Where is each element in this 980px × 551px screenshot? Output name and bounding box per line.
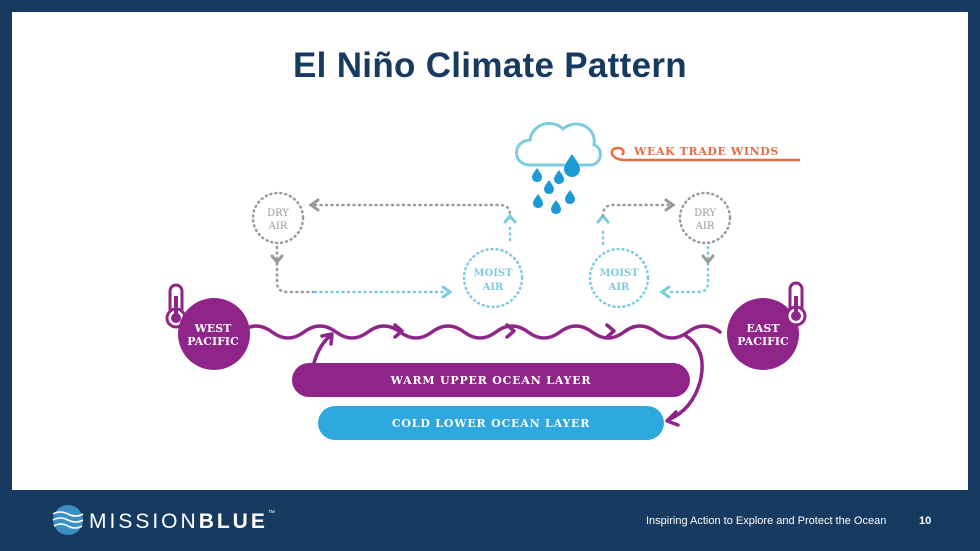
right-circulation-loop — [596, 198, 715, 299]
east-pacific-line2: PACIFIC — [737, 335, 789, 348]
weak-trade-winds-label: WEAK TRADE WINDS — [633, 145, 779, 158]
dry-air-right-line2: AIR — [695, 221, 715, 232]
footer-tagline: Inspiring Action to Explore and Protect … — [646, 515, 887, 527]
east-pacific-node: EAST PACIFIC — [727, 281, 807, 370]
moist-air-right: MOIST AIR — [588, 247, 650, 309]
warm-upper-ocean-layer: WARM UPPER OCEAN LAYER — [292, 363, 690, 397]
thermometer-icon — [785, 281, 807, 327]
left-circulation-loop — [270, 198, 517, 299]
logo-light-text: MISSION — [89, 510, 199, 533]
east-pacific-line1: EAST — [746, 322, 780, 335]
west-pacific-node: WEST PACIFIC — [165, 283, 250, 370]
mission-blue-logo: MISSIONBLUE™ — [89, 510, 275, 534]
warm-layer-label: WARM UPPER OCEAN LAYER — [390, 374, 592, 387]
moist-air-left-line1: MOIST — [473, 268, 513, 279]
page-number: 10 — [919, 515, 932, 527]
downwelling-arrow — [666, 334, 704, 422]
moist-air-left-line2: AIR — [482, 282, 504, 293]
rain-cloud-icon — [515, 121, 602, 214]
moist-air-right-line2: AIR — [608, 282, 630, 293]
cold-layer-label: COLD LOWER OCEAN LAYER — [392, 417, 590, 430]
cold-lower-ocean-layer: COLD LOWER OCEAN LAYER — [318, 406, 664, 440]
moist-air-left: MOIST AIR — [462, 247, 524, 309]
west-pacific-line2: PACIFIC — [187, 335, 239, 348]
logo-trademark: ™ — [267, 510, 275, 517]
dry-air-right-line1: DRY — [694, 208, 716, 219]
dry-air-left-line2: AIR — [268, 221, 288, 232]
dry-air-left-line1: DRY — [267, 208, 289, 219]
dry-air-left: DRY AIR — [251, 191, 305, 245]
slide-title: El Niño Climate Pattern — [293, 46, 687, 85]
wind-icon — [610, 146, 800, 162]
moist-air-right-line1: MOIST — [599, 268, 639, 279]
ocean-current-wave — [238, 324, 722, 340]
logo-bold-text: BLUE — [198, 510, 268, 533]
wave-arrowheads — [393, 323, 616, 339]
west-pacific-line1: WEST — [194, 322, 233, 335]
ocean-logo-icon — [52, 505, 84, 535]
dry-air-right: DRY AIR — [678, 191, 732, 245]
